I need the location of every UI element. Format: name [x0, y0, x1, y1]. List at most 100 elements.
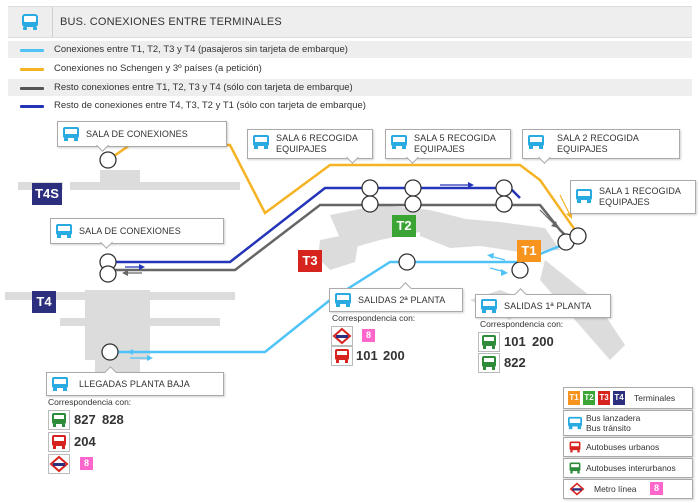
route-legend-row: Conexiones entre T1, T2, T3 y T4 (pasaje… [8, 41, 692, 58]
bus-icon [568, 416, 582, 430]
interurban-bus-icon-box [48, 410, 70, 430]
stop-card-salidas2: SALIDAS 2ª PLANTA [329, 288, 463, 312]
route-line-swatch [20, 105, 44, 108]
interurban-bus-icon-box [478, 353, 500, 373]
legend-badge-t1: T1 [568, 391, 580, 405]
correspondence-label: Correspondencia con: [332, 313, 416, 323]
bus-icon [253, 135, 269, 149]
stop-label: EQUIPAJES [557, 144, 608, 154]
bus-icon [528, 135, 544, 149]
route-grey [108, 203, 571, 272]
bus-icon [335, 293, 351, 307]
correspondence-label: Correspondencia con: [480, 319, 564, 329]
metro-line-8: 8 [362, 329, 375, 342]
metro-line-8: 8 [80, 457, 93, 470]
urban-bus-icon [52, 435, 66, 449]
legend-metro: Metro línea 8 [563, 479, 693, 499]
metro-line-8: 8 [650, 482, 663, 495]
bus-line-number: 827 [74, 412, 96, 427]
urban-bus-icon-box [331, 346, 353, 366]
bus-icon [391, 135, 407, 149]
stop-label: SALA DE CONEXIONES [86, 129, 188, 139]
stop-label: EQUIPAJES [276, 144, 327, 154]
bus-icon [576, 189, 592, 203]
legend-label: Bus tránsito [586, 423, 631, 433]
legend-label: Bus lanzadera [586, 413, 641, 423]
route-line-swatch [20, 87, 44, 90]
metro-icon [332, 327, 352, 345]
stop-circles [99, 151, 587, 361]
legend-urban: Autobuses urbanos [563, 437, 693, 457]
stop-card-sala-conexiones-top: SALA DE CONEXIONES [57, 121, 227, 147]
bus-line-number: 204 [74, 434, 96, 449]
route-blue [108, 186, 521, 264]
legend-label: Autobuses urbanos [586, 442, 660, 452]
metro-icon-box [48, 454, 70, 474]
route-text: Conexiones entre T1, T2, T3 y T4 (pasaje… [54, 44, 348, 55]
stop-card-sala6: SALA 6 RECOGIDA EQUIPAJES [247, 129, 373, 159]
urban-bus-icon [569, 441, 581, 453]
route-legend-row: Resto conexiones entre T1, T2, T3 y T4 (… [8, 79, 692, 96]
interurban-bus-icon [569, 462, 581, 474]
legend-badge-t4: T4 [613, 391, 625, 405]
metro-icon-box [331, 326, 353, 346]
stop-card-salidas1: SALIDAS 1ª PLANTA [475, 294, 611, 318]
terminal-badge-t1: T1 [517, 240, 541, 262]
legend-shuttle: Bus lanzadera Bus tránsito [563, 410, 693, 436]
bus-line-number: 828 [102, 412, 124, 427]
route-text: Conexiones no Schengen y 3º países (a pe… [54, 63, 262, 74]
bus-icon [481, 299, 497, 313]
bus-line-number: 822 [504, 355, 526, 370]
direction-arrows [122, 182, 572, 361]
header-separator [52, 7, 53, 37]
urban-bus-icon [335, 349, 349, 363]
stop-card-llegadas: LLEGADAS PLANTA BAJA [46, 372, 224, 396]
bus-icon [56, 224, 72, 238]
header-bar: BUS. CONEXIONES ENTRE TERMINALES [8, 6, 692, 38]
route-text: Resto de conexiones entre T4, T3, T2 y T… [54, 100, 366, 111]
bus-icon [63, 127, 79, 141]
bus-line-number: 101 [504, 334, 526, 349]
interurban-bus-icon [482, 356, 496, 370]
route-legend-row: Resto de conexiones entre T4, T3, T2 y T… [8, 97, 692, 114]
bus-icon [22, 14, 38, 30]
stop-label: SALA 5 RECOGIDA [414, 133, 497, 143]
interurban-bus-icon-box [478, 332, 500, 352]
legend-badge-t2: T2 [583, 391, 595, 405]
terminal-badge-t3: T3 [298, 250, 322, 272]
stop-label: SALA 6 RECOGIDA [276, 133, 359, 143]
legend-badge-t3: T3 [598, 391, 610, 405]
legend-label: Metro línea [594, 484, 637, 494]
stop-label: EQUIPAJES [599, 197, 650, 207]
bus-line-number: 200 [383, 348, 405, 363]
urban-bus-icon-box [48, 432, 70, 452]
legend-interurban: Autobuses interurbanos [563, 458, 693, 478]
bus-icon [52, 377, 68, 391]
legend-label: Terminales [634, 393, 676, 403]
route-line-swatch [20, 49, 44, 52]
correspondence-label: Correspondencia con: [48, 397, 132, 407]
terminal-badge-t4: T4 [32, 291, 56, 313]
stop-card-sala5: SALA 5 RECOGIDA EQUIPAJES [385, 129, 511, 159]
stop-card-sala-conexiones-mid: SALA DE CONEXIONES [50, 218, 224, 244]
metro-icon [569, 482, 585, 496]
legend-label: Autobuses interurbanos [586, 463, 676, 473]
stop-label: SALIDAS 2ª PLANTA [358, 295, 446, 305]
legend-terminals: T1 T2 T3 T4 Terminales [563, 387, 693, 409]
stop-card-sala1: SALA 1 RECOGIDA EQUIPAJES [570, 180, 696, 214]
stop-label: EQUIPAJES [414, 144, 465, 154]
metro-icon [49, 455, 69, 473]
stop-label: LLEGADAS PLANTA BAJA [79, 379, 190, 389]
interurban-bus-icon [482, 335, 496, 349]
bus-line-number: 200 [532, 334, 554, 349]
stop-label: SALA DE CONEXIONES [79, 226, 181, 236]
terminal-badge-t2: T2 [392, 215, 416, 237]
route-legend-row: Conexiones no Schengen y 3º países (a pe… [8, 60, 692, 77]
page-title: BUS. CONEXIONES ENTRE TERMINALES [60, 16, 282, 28]
stop-label: SALA 2 RECOGIDA [557, 133, 640, 143]
terminal-badge-t4s: T4S [32, 183, 62, 205]
interurban-bus-icon [52, 413, 66, 427]
bus-line-number: 101 [356, 348, 378, 363]
stop-label: SALA 1 RECOGIDA [599, 186, 682, 196]
route-line-swatch [20, 68, 44, 71]
